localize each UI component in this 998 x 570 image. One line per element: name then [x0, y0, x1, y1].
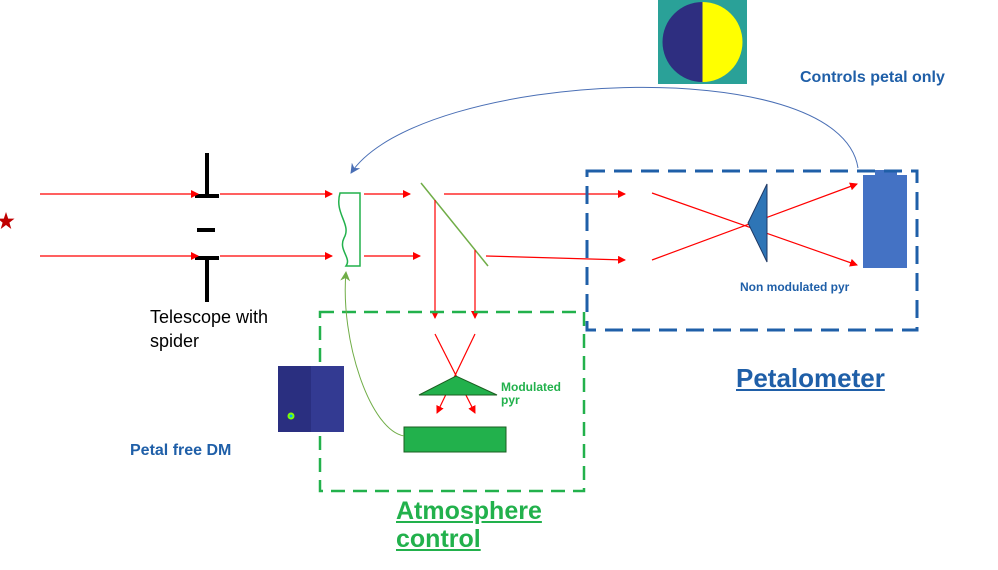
- beam-splitter: [420, 182, 489, 267]
- modulated-pyramid: [418, 375, 498, 396]
- petalometer-detector: [863, 175, 907, 268]
- incoming-beams: [40, 190, 421, 260]
- petalometer-detector-cap: [875, 170, 897, 176]
- atmosphere-control-label: Atmosphere control: [396, 497, 542, 553]
- atmosphere-beams: [431, 200, 479, 414]
- atmosphere-detector: [403, 426, 507, 453]
- atmosphere-feedback-arrow: [340, 271, 405, 437]
- petalometer-beams: [444, 182, 858, 267]
- star-icon: [0, 212, 15, 229]
- modulated-pyr-label: Modulated pyr: [501, 380, 561, 407]
- telescope-spider: [195, 153, 219, 302]
- controls-petal-label: Controls petal only: [800, 69, 945, 86]
- deformable-mirror: [338, 192, 361, 267]
- non-modulated-pyr-label: Non modulated pyr: [740, 280, 850, 294]
- non-modulated-pyramid: [747, 183, 768, 263]
- petalometer-box: [585, 169, 919, 332]
- petal-phase-map: [658, 0, 747, 84]
- dm-phase-map: [278, 366, 344, 432]
- petal-free-dm-label: Petal free DM: [130, 442, 232, 459]
- petal-feedback-arrow: [350, 86, 859, 174]
- petalometer-label: Petalometer: [736, 363, 885, 393]
- telescope-label: Telescope with spider: [150, 307, 269, 351]
